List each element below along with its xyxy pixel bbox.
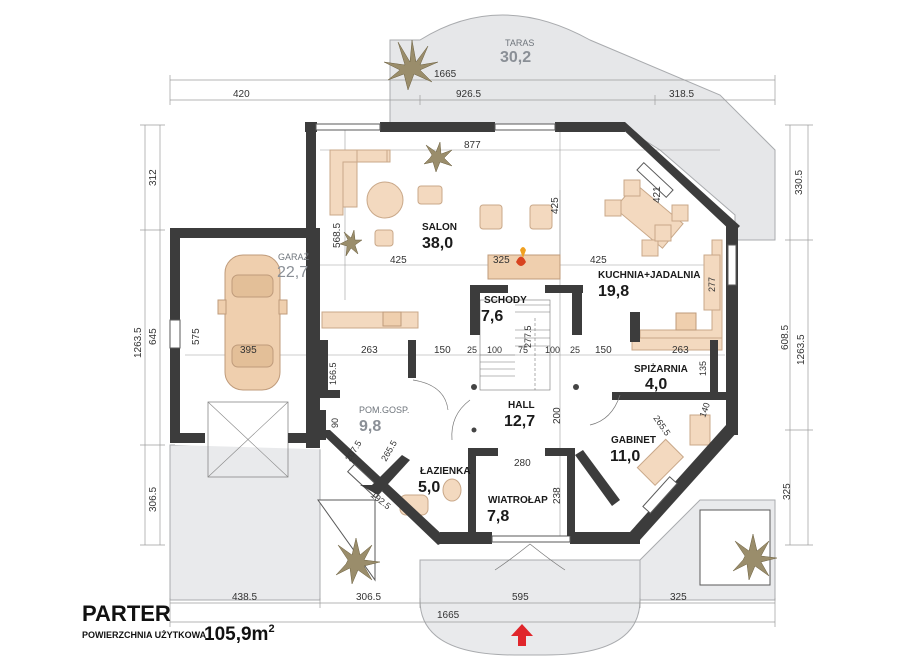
dim-right-mid: 608.5	[780, 325, 791, 350]
room-hall-name: HALL	[508, 400, 535, 411]
dim-garage-inner: 575	[191, 328, 202, 345]
room-labels: TARAS 30,2 SALON 38,0 GARAŻ 22,7 KUCHNIA…	[277, 38, 701, 525]
room-salon-name: SALON	[422, 222, 457, 233]
dim-bottom-a: 438.5	[232, 592, 257, 603]
plan-area: 105,9m2	[204, 623, 275, 645]
dim-spiz-height: 135	[698, 361, 708, 376]
room-schody-area: 7,6	[481, 308, 503, 325]
room-spizarnia-name: SPIŻARNIA	[634, 362, 688, 375]
dim-wiatrolap-height: 238	[552, 487, 563, 504]
dim-pom-height: 166.5	[328, 362, 338, 385]
dim-bottom-d: 325	[670, 592, 687, 603]
dim-top-right: 318.5	[669, 89, 694, 100]
car-icon	[217, 254, 288, 391]
room-pom-gosp-area: 9,8	[359, 418, 381, 435]
dim-kitchen-diag: 421	[652, 186, 663, 203]
dim-left-bottom: 306.5	[148, 487, 159, 512]
paving-entrance	[419, 559, 641, 656]
room-gabinet-area: 11,0	[610, 448, 640, 465]
entrance-arrow-icon	[511, 624, 533, 646]
dim-left-mid: 645	[148, 328, 159, 345]
dim-gabinet-small: 140	[697, 401, 712, 419]
dim-mid-a: 263	[361, 345, 378, 356]
room-garaz-name: GARAŻ	[278, 252, 310, 262]
plan-title: PARTER	[82, 601, 171, 626]
dim-mid-h: 150	[595, 345, 612, 356]
dim-kitchen-side: 277	[707, 277, 717, 292]
room-lazienka-area: 5,0	[418, 479, 440, 496]
dim-axis-mid: 325	[493, 255, 510, 266]
dim-mid-d: 100	[487, 345, 502, 355]
dim-hall-height: 200	[552, 407, 563, 424]
dim-garage-width: 395	[240, 345, 257, 356]
room-taras-area: 30,2	[500, 49, 531, 66]
dim-axis-right: 425	[590, 255, 607, 266]
room-gabinet-name: GABINET	[611, 435, 656, 446]
dim-mid-i: 263	[672, 345, 689, 356]
dim-right-bottom: 325	[782, 483, 793, 500]
walls	[169, 122, 740, 571]
dimension-labels: 1665 420 926.5 318.5 877 568.5 425 425 3…	[133, 69, 807, 621]
plant-icon	[335, 39, 778, 585]
dim-bottom-total: 1665	[437, 610, 460, 621]
dim-top-mid: 926.5	[456, 89, 481, 100]
dim-salon-diag: 568.5	[332, 223, 343, 248]
dim-top-total: 1665	[434, 69, 457, 80]
room-wiatrolap-area: 7,8	[487, 508, 509, 525]
dim-mid-f: 100	[545, 345, 560, 355]
dim-top-left: 420	[233, 89, 250, 100]
dim-wiatrolap-top: 280	[514, 458, 531, 469]
dim-bottom-b: 306.5	[356, 592, 381, 603]
room-kuchnia-area: 19,8	[598, 283, 629, 300]
dim-bottom-c: 595	[512, 592, 529, 603]
room-garaz-area: 22,7	[277, 264, 308, 281]
dim-mid-c: 25	[467, 345, 477, 355]
dim-axis-left: 425	[390, 255, 407, 266]
dim-mid-g: 25	[570, 345, 580, 355]
dim-mid-e: 75	[518, 345, 528, 355]
planter-right	[699, 509, 771, 586]
room-lazienka-name: ŁAZIENKA	[420, 466, 471, 477]
paving-left	[169, 444, 321, 601]
title-block: PARTER POWIERZCHNIA UŻYTKOWA 105,9m2	[82, 601, 275, 645]
room-spizarnia-area: 4,0	[645, 376, 667, 393]
room-hall-area: 12,7	[504, 413, 535, 430]
dim-left-total: 1263.5	[133, 327, 144, 358]
furniture	[207, 39, 778, 585]
room-salon-area: 38,0	[422, 235, 453, 252]
dim-pom-small: 90	[330, 418, 340, 428]
dim-stairs-diag: 277.5	[523, 325, 533, 348]
terrace	[389, 14, 776, 241]
plan-subtitle: POWIERZCHNIA UŻYTKOWA	[82, 630, 207, 640]
dim-salon-width: 877	[464, 140, 481, 151]
dim-left-top: 312	[148, 169, 159, 186]
room-wiatrolap-name: WIATROŁAP	[488, 495, 548, 506]
room-pom-gosp-name: POM.GOSP.	[359, 405, 409, 415]
dim-right-top: 330.5	[794, 170, 805, 195]
dim-mid-b: 150	[434, 345, 451, 356]
room-taras-name: TARAS	[505, 38, 534, 48]
fireplace-icon	[516, 256, 526, 266]
room-schody-name: SCHODY	[484, 295, 527, 306]
dim-salon-right-diag: 425	[550, 197, 561, 214]
room-kuchnia-name: KUCHNIA+JADALNIA	[598, 270, 701, 281]
dim-right-total: 1263.5	[796, 334, 807, 365]
